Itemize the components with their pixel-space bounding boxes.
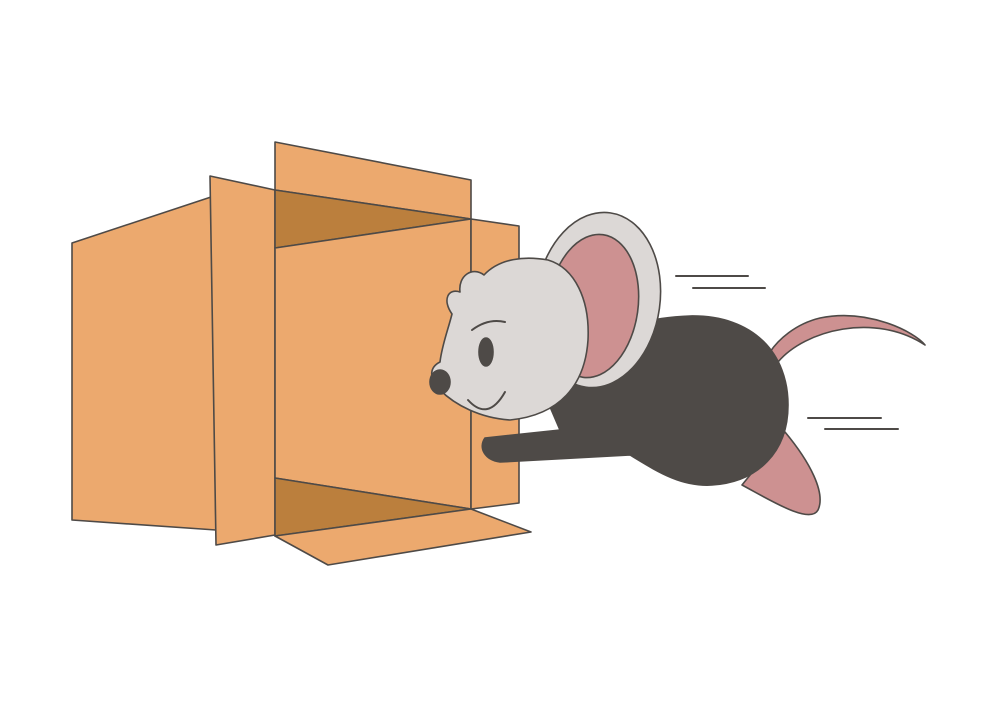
box-left-side (71, 196, 217, 531)
mouse-eyebrow (471, 320, 506, 331)
mouse-back-leg (741, 431, 821, 516)
mouse-smile (467, 391, 506, 411)
mouse-tail (769, 314, 926, 363)
mouse-eye (478, 337, 494, 367)
mouse-icon (429, 211, 926, 516)
mouse-nose (429, 369, 451, 395)
box-left-flap (209, 175, 276, 546)
box-bottom-flap (274, 508, 532, 566)
motion-lines (675, 275, 899, 430)
